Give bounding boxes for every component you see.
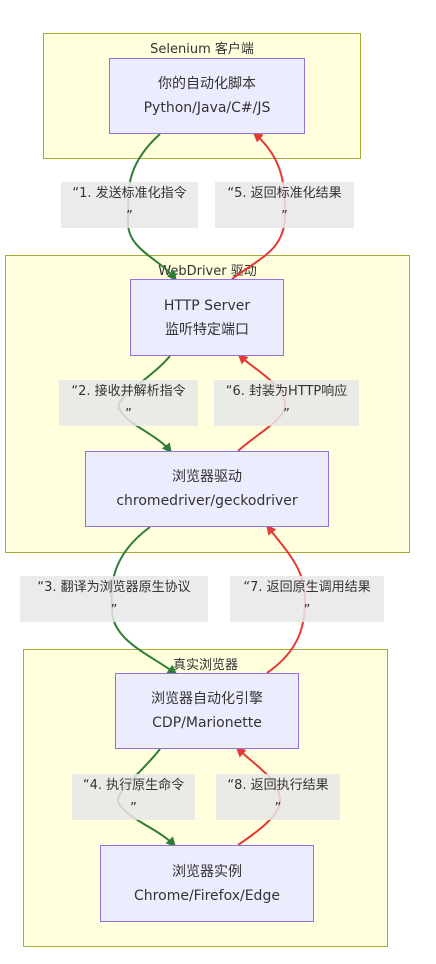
edge-label-2-line2: ” bbox=[125, 407, 132, 422]
edge-label-4: “4. 执行原生命令 ” bbox=[72, 774, 195, 820]
node-http-server: HTTP Server 监听特定端口 bbox=[130, 279, 284, 356]
edge-label-8-line2: ” bbox=[274, 801, 282, 816]
edge-label-3-line1: “3. 翻译为浏览器原生协议 bbox=[37, 580, 191, 595]
edge-label-1-line2: ” bbox=[126, 209, 133, 224]
cluster-selenium-client: Selenium 客户端 bbox=[43, 33, 361, 159]
edge-label-6: “6. 封装为HTTP响应 ” bbox=[214, 380, 359, 426]
edge-label-5-line1: “5. 返回标准化结果 bbox=[227, 186, 342, 201]
edge-label-7-line1: “7. 返回原生调用结果 bbox=[243, 580, 371, 595]
node-http-subtitle: 监听特定端口 bbox=[165, 321, 249, 338]
edge-label-5: “5. 返回标准化结果 ” bbox=[215, 182, 354, 228]
node-engine-subtitle: CDP/Marionette bbox=[152, 715, 262, 731]
edge-label-2: “2. 接收并解析指令 ” bbox=[59, 380, 198, 426]
node-browser-instance: 浏览器实例 Chrome/Firefox/Edge bbox=[100, 845, 314, 922]
node-engine-title: 浏览器自动化引擎 bbox=[151, 691, 263, 707]
node-script-title: 你的自动化脚本 bbox=[158, 76, 256, 92]
node-automation-engine: 浏览器自动化引擎 CDP/Marionette bbox=[115, 673, 299, 749]
node-automation-script: 你的自动化脚本 Python/Java/C#/JS bbox=[109, 58, 305, 134]
node-script-subtitle: Python/Java/C#/JS bbox=[143, 100, 271, 116]
edge-label-4-line2: ” bbox=[130, 801, 137, 816]
edge-label-7-line2: ” bbox=[303, 603, 311, 618]
edge-label-3-line2: ” bbox=[110, 603, 118, 618]
edge-label-6-line1: “6. 封装为HTTP响应 bbox=[225, 384, 348, 399]
edge-label-8: “8. 返回执行结果 ” bbox=[216, 774, 340, 820]
node-instance-subtitle: Chrome/Firefox/Edge bbox=[134, 887, 280, 904]
edge-label-1: “1. 发送标准化指令 ” bbox=[61, 182, 198, 228]
edge-label-7: “7. 返回原生调用结果 ” bbox=[230, 576, 384, 622]
edge-label-4-line1: “4. 执行原生命令 bbox=[82, 778, 185, 793]
edge-label-1-line1: “1. 发送标准化指令 bbox=[72, 186, 187, 201]
cluster-title-browser: 真实浏览器 bbox=[172, 658, 238, 673]
edge-label-3: “3. 翻译为浏览器原生协议 ” bbox=[20, 576, 208, 622]
edge-label-2-line1: “2. 接收并解析指令 bbox=[71, 384, 186, 399]
edge-label-6-line2: ” bbox=[283, 407, 290, 422]
edge-label-5-line2: ” bbox=[281, 209, 288, 224]
edge-label-8-line1: “8. 返回执行结果 bbox=[227, 778, 329, 793]
node-browser-driver: 浏览器驱动 chromedriver/geckodriver bbox=[85, 451, 329, 527]
node-driver-title: 浏览器驱动 bbox=[172, 469, 242, 485]
cluster-title-client: Selenium 客户端 bbox=[150, 42, 254, 57]
node-instance-title: 浏览器实例 bbox=[172, 863, 242, 880]
node-driver-subtitle: chromedriver/geckodriver bbox=[116, 493, 298, 509]
node-http-title: HTTP Server bbox=[163, 297, 251, 314]
cluster-title-driver: WebDriver 驱动 bbox=[158, 264, 257, 279]
